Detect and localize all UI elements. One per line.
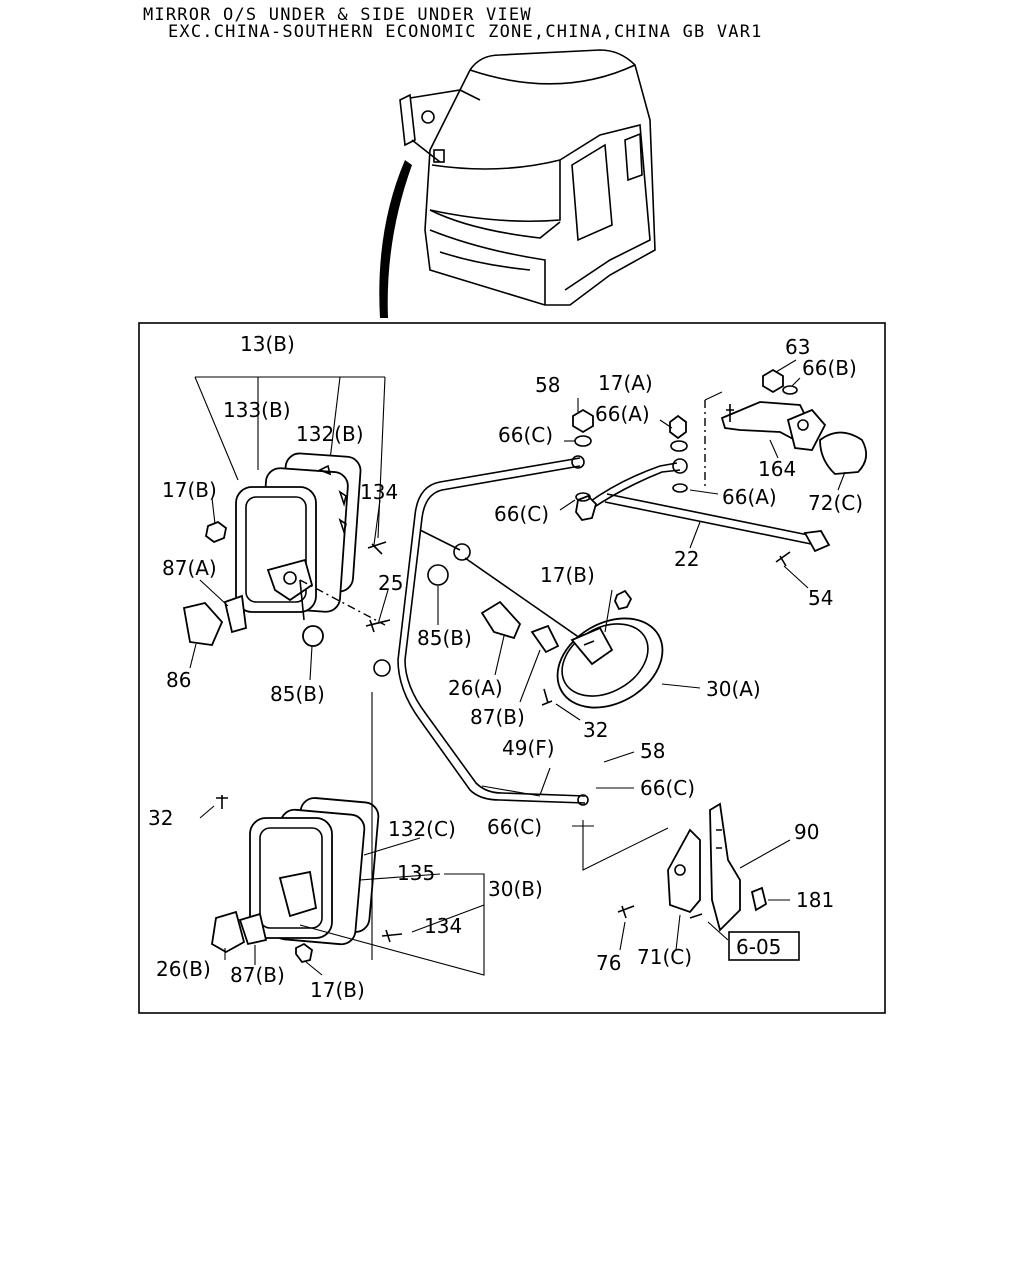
callout-87a: 87(A) — [162, 556, 217, 580]
diagram-title-line1: MIRROR O/S UNDER & SIDE UNDER VIEW — [143, 5, 532, 25]
leader-lines — [189, 359, 846, 976]
callout-66c-mid: 66(C) — [494, 502, 549, 526]
callout-58-bot: 58 — [640, 739, 665, 763]
callout-66a-mid: 66(A) — [722, 485, 777, 509]
callout-87b-mid: 87(B) — [470, 705, 525, 729]
fasteners-top — [572, 408, 688, 502]
callout-25: 25 — [378, 571, 403, 595]
stay-bracket-164 — [720, 368, 868, 475]
callout-71c: 71(C) — [637, 945, 692, 969]
bracket-90-71c — [582, 802, 768, 932]
callout-66c-top: 66(C) — [498, 423, 553, 447]
callout-66c-bot2: 66(C) — [487, 815, 542, 839]
diagram-title-line2: EXC.CHINA-SOUTHERN ECONOMIC ZONE,CHINA,C… — [168, 22, 763, 42]
callout-17b-bot: 17(B) — [310, 978, 365, 1002]
callout-17b-mid: 17(B) — [540, 563, 595, 587]
callout-66c-bot1: 66(C) — [640, 776, 695, 800]
callout-54: 54 — [808, 586, 833, 610]
callout-181: 181 — [796, 888, 834, 912]
callout-32-left: 32 — [148, 806, 173, 830]
callout-32-mid: 32 — [583, 718, 608, 742]
callout-164: 164 — [758, 457, 796, 481]
callout-63: 63 — [785, 335, 810, 359]
mirror-30b-assembly — [211, 795, 403, 964]
callout-labels: 13(B) 133(B) 132(B) 17(B) 134 87(A) 25 8… — [148, 332, 863, 1002]
callout-76: 76 — [596, 951, 621, 975]
callout-132c: 132(C) — [388, 817, 456, 841]
callout-30a: 30(A) — [706, 677, 761, 701]
callout-85b-left: 85(B) — [270, 682, 325, 706]
callout-133b: 133(B) — [223, 398, 291, 422]
callout-30b: 30(B) — [488, 877, 543, 901]
callout-72c: 72(C) — [808, 491, 863, 515]
callout-135: 135 — [397, 861, 435, 885]
callout-134-bot: 134 — [424, 914, 462, 938]
callout-22: 22 — [674, 547, 699, 571]
truck-cab-illustration — [379, 49, 656, 318]
callout-13b: 13(B) — [240, 332, 295, 356]
callout-132b: 132(B) — [296, 422, 364, 446]
mirror-13b-assembly — [182, 376, 391, 647]
callout-26b: 26(B) — [156, 957, 211, 981]
callout-58-top: 58 — [535, 373, 560, 397]
callout-66a-top: 66(A) — [595, 402, 650, 426]
callout-17b-top: 17(B) — [162, 478, 217, 502]
detail-frame — [138, 322, 886, 1014]
callout-26a: 26(A) — [448, 676, 503, 700]
callout-90: 90 — [794, 820, 819, 844]
callout-66b: 66(B) — [802, 356, 857, 380]
mirror-stay-rods — [373, 391, 831, 806]
callout-87b-bot: 87(B) — [230, 963, 285, 987]
round-mirror-30a — [427, 564, 664, 709]
callout-6-05[interactable]: 6-05 — [736, 935, 781, 959]
callout-49f: 49(F) — [502, 736, 555, 760]
callout-17a: 17(A) — [598, 371, 653, 395]
page-ref-box — [728, 931, 800, 961]
callout-85b-mid: 85(B) — [417, 626, 472, 650]
callout-134-top: 134 — [360, 480, 398, 504]
callout-86: 86 — [166, 668, 191, 692]
